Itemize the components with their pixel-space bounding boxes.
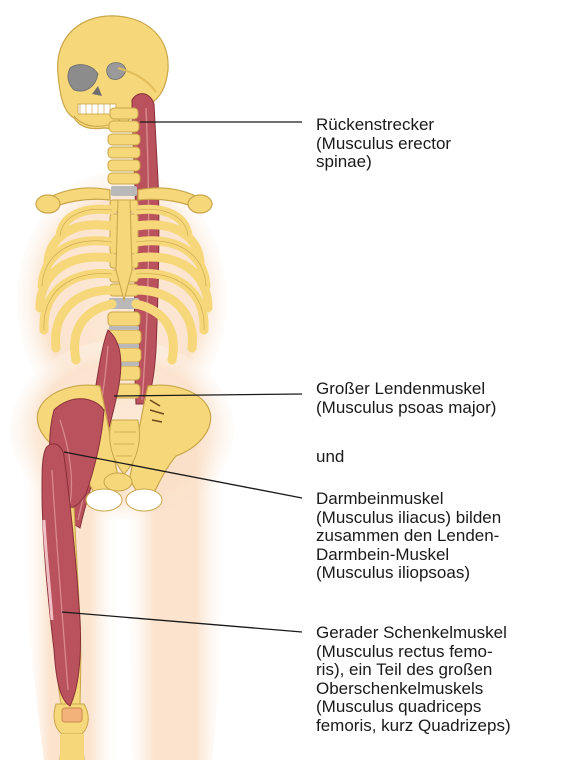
label-erector-spinae: Rückenstrecker (Musculus erector spinae) [316,116,451,172]
label-rectus-femoris: Gerader Schenkelmuskel (Musculus rectus … [316,624,511,735]
label-iliacus: Darmbeinmuskel (Musculus iliacus) bilden… [316,490,501,583]
label-psoas-major: Großer Lendenmuskel (Musculus psoas majo… [316,380,496,417]
label-und: und [316,448,344,467]
